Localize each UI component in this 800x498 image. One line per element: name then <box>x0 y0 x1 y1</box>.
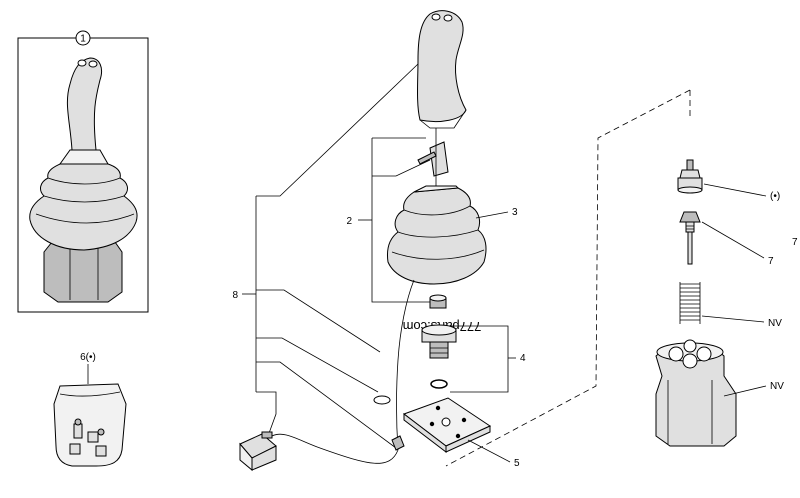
label-nv-spring-leader: NV <box>701 315 782 329</box>
kit-fittings <box>69 418 107 457</box>
label-7-leader: 7 7 <box>701 221 798 267</box>
label-5-leader: 5 <box>467 439 520 469</box>
label-2-bracket: 2 <box>346 137 434 303</box>
pivot-fitting <box>421 324 457 359</box>
hardware-kit-bag <box>53 383 127 467</box>
return-spring <box>679 282 701 324</box>
label-nv-spring: NV <box>768 318 782 329</box>
label-4: 4 <box>520 353 526 364</box>
assembled-joystick-drawing <box>29 57 138 303</box>
detail-dashed-boundary <box>445 89 691 467</box>
label-bullet-leader: (•) <box>703 183 780 202</box>
shaft-adapter <box>417 128 449 190</box>
label-8-bracket: 8 <box>232 63 419 449</box>
valve-cap <box>677 159 703 194</box>
label-nv-block: NV <box>770 381 784 392</box>
connector-plug <box>239 431 277 472</box>
label-4-bracket: 4 <box>450 325 526 393</box>
callout-1-bubble: 1 <box>75 30 91 46</box>
label-8: 8 <box>232 290 238 301</box>
label-3-leader: 3 <box>475 207 518 219</box>
rubber-boot <box>387 185 487 285</box>
mounting-plate <box>402 397 492 454</box>
o-ring <box>430 379 448 389</box>
callout-1-label: 1 <box>80 34 86 45</box>
label-nv-block-leader: NV <box>723 381 784 397</box>
retaining-nut <box>429 294 447 309</box>
label-7-side: 7 <box>792 237 798 248</box>
label-7: 7 <box>768 256 774 267</box>
kit-6-label: 6(•) <box>80 352 96 363</box>
label-3: 3 <box>512 207 518 218</box>
kit-6-callout: 6(•) <box>80 352 96 384</box>
label-2: 2 <box>346 216 352 227</box>
label-5: 5 <box>514 458 520 469</box>
valve-block <box>655 339 737 447</box>
plunger <box>679 211 701 265</box>
assembled-joystick-frame <box>17 37 149 313</box>
label-bullet: (•) <box>770 191 780 202</box>
cable-harness <box>271 279 415 464</box>
exploded-grip <box>417 10 467 129</box>
